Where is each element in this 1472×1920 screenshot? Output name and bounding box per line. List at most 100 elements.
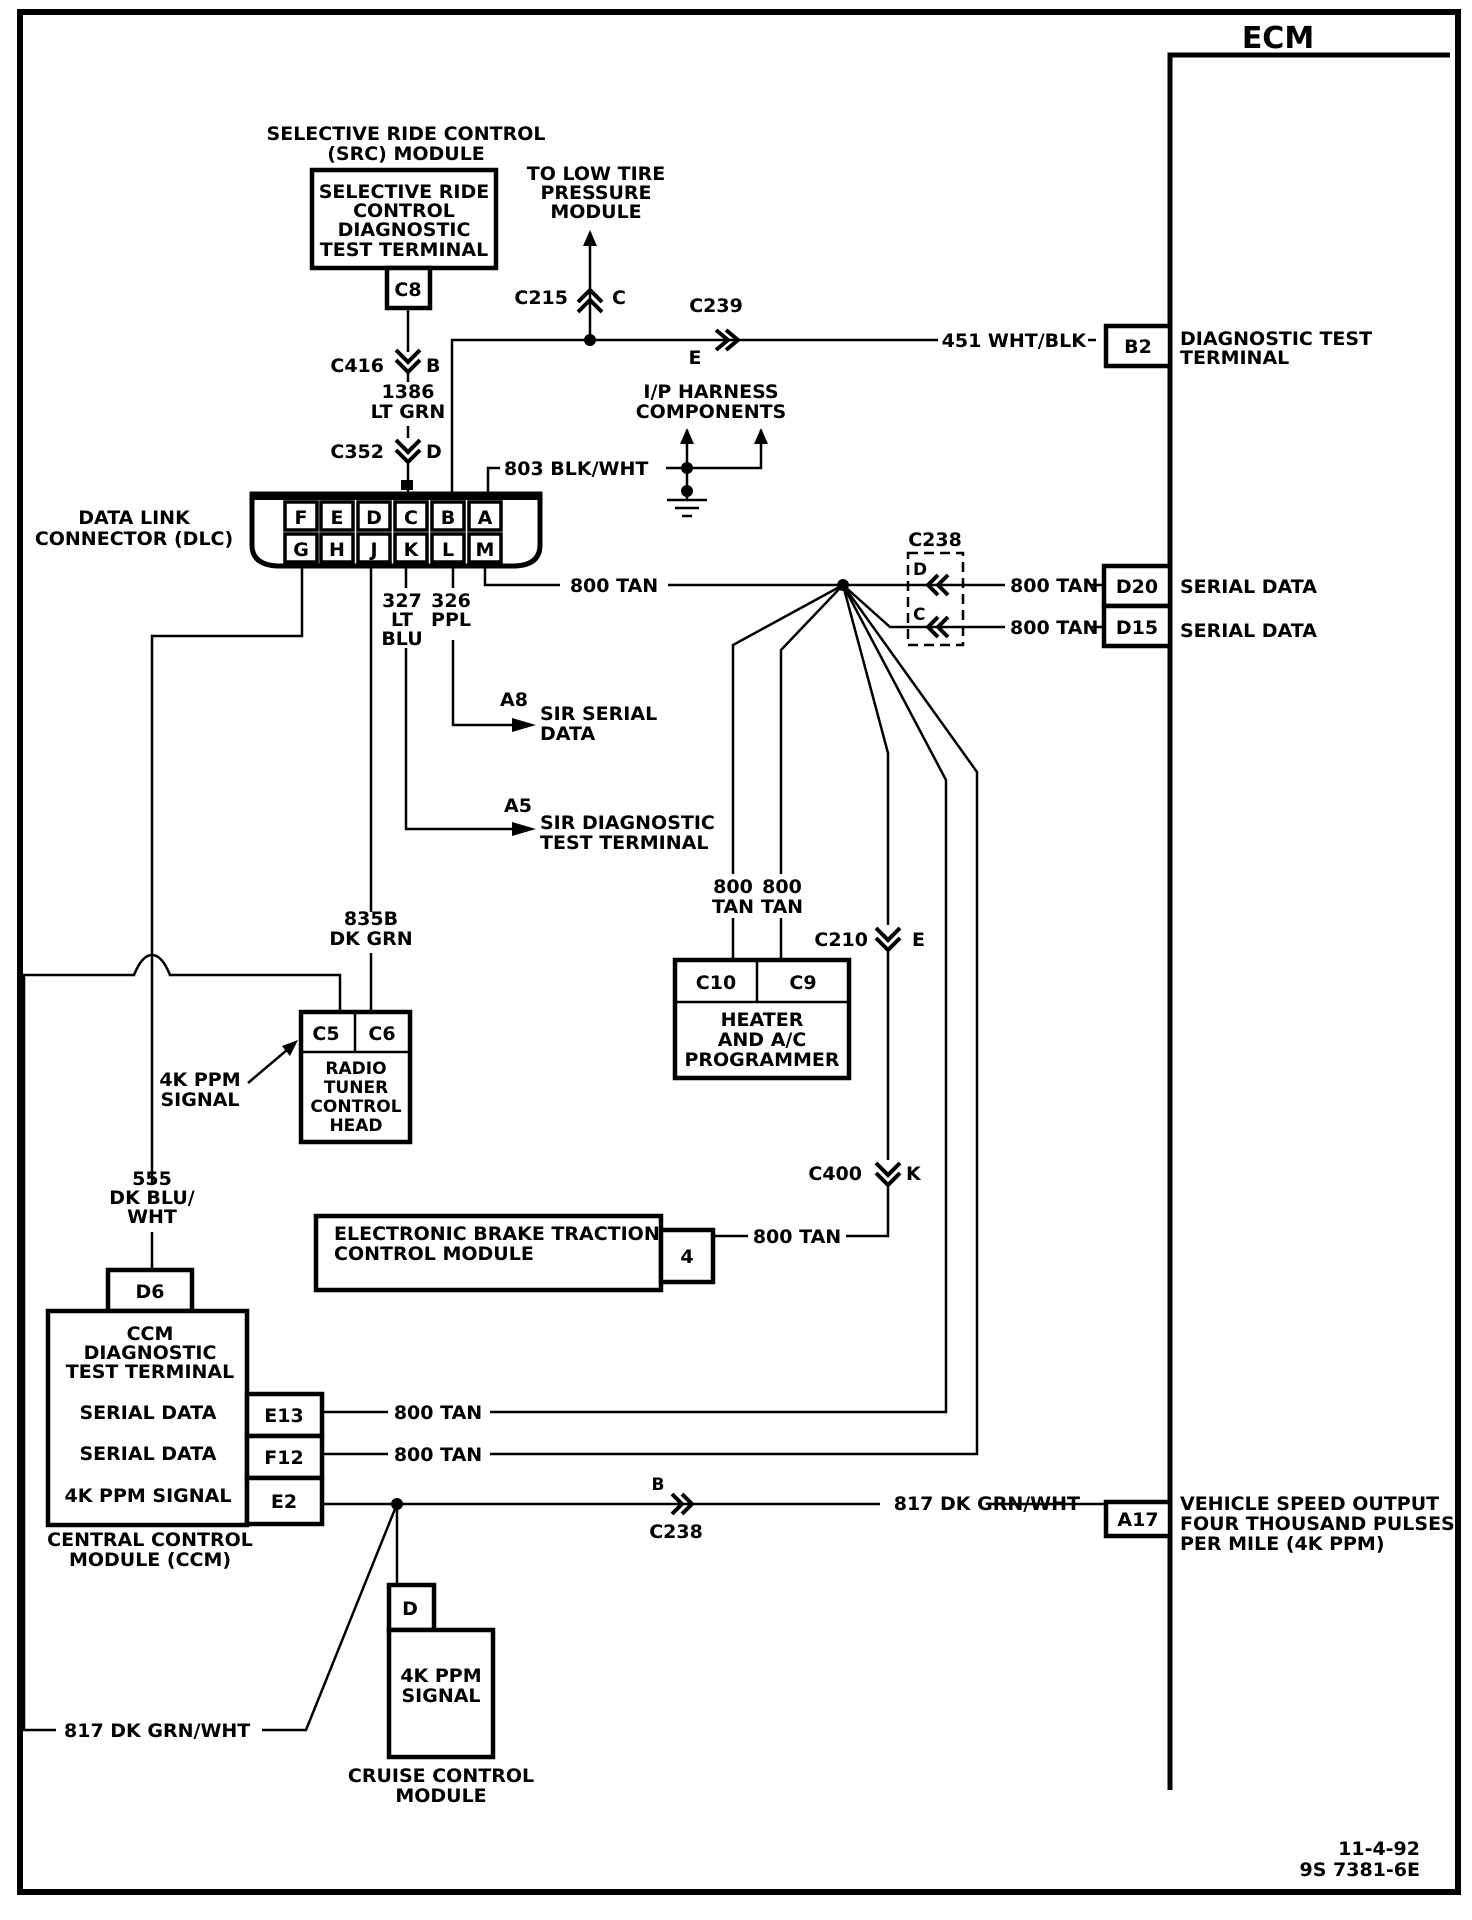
wire-817-left: 817 DK GRN/WHT	[64, 1720, 250, 1742]
dlc-pin-label: C	[404, 507, 418, 529]
ccm-pin-f12: F12	[264, 1447, 303, 1469]
svg-text:C352: C352	[330, 441, 384, 463]
dlc-pin-label: G	[293, 539, 309, 561]
wire-800-e13: 800 TAN	[394, 1402, 482, 1424]
svg-text:SIGNAL: SIGNAL	[401, 1685, 480, 1707]
svg-text:RADIO: RADIO	[325, 1059, 386, 1079]
ecm-module: ECM	[1167, 21, 1450, 1790]
sir-serial-data: A8 SIR SERIAL DATA	[500, 689, 657, 745]
svg-text:D: D	[426, 441, 442, 463]
dlc-pin-cell	[356, 500, 392, 532]
svg-text:D: D	[913, 560, 927, 580]
page-frame	[17, 9, 1461, 1895]
footer-code: 9S 7381-6E	[1300, 1859, 1421, 1881]
wire-800-c10-num: 800	[713, 876, 753, 898]
svg-text:E: E	[689, 347, 702, 369]
wire-835b-color: DK GRN	[329, 928, 412, 950]
dlc-pin-label: A	[478, 507, 493, 529]
svg-text:PROGRAMMER: PROGRAMMER	[684, 1049, 839, 1071]
dlc-pin-cell	[283, 532, 319, 564]
connector-c352: C352 D	[330, 438, 442, 465]
wire-800-c10-color: TAN	[712, 896, 754, 918]
ecm-d15-label: SERIAL DATA	[1180, 620, 1317, 642]
ip-harness-label: I/P HARNESS COMPONENTS	[636, 381, 787, 423]
ebtcm-module: ELECTRONIC BRAKE TRACTION CONTROL MODULE…	[313, 1213, 716, 1293]
svg-text:B: B	[652, 1475, 665, 1495]
svg-text:TO LOW TIRE: TO LOW TIRE	[527, 163, 666, 185]
svg-text:AND A/C: AND A/C	[718, 1029, 807, 1051]
svg-text:DIAGNOSTIC: DIAGNOSTIC	[84, 1342, 217, 1364]
ecm-pin-b2: B2	[1124, 336, 1152, 358]
svg-text:SIR SERIAL: SIR SERIAL	[540, 703, 657, 725]
cruise-pin-d: D	[402, 1598, 418, 1620]
heater-pin-c10: C10	[696, 972, 736, 994]
heater-pin-c9: C9	[789, 972, 816, 994]
src-box-1: SELECTIVE RIDE	[319, 181, 489, 203]
wire-451: 451 WHT/BLK	[942, 330, 1088, 352]
ccm-pin-d6: D6	[136, 1281, 165, 1303]
svg-text:SIR DIAGNOSTIC: SIR DIAGNOSTIC	[540, 812, 715, 834]
svg-text:CCM: CCM	[127, 1323, 174, 1345]
dlc-pin-cell	[393, 500, 429, 532]
svg-text:SERIAL DATA: SERIAL DATA	[80, 1402, 217, 1424]
dlc-pin-cell	[430, 532, 466, 564]
svg-text:TEST TERMINAL: TEST TERMINAL	[540, 832, 708, 854]
svg-text:C: C	[612, 287, 626, 309]
wire-800-ebtcm: 800 TAN	[753, 1226, 841, 1248]
dlc-pin-label: L	[442, 539, 454, 561]
ecm-pin-a17: A17	[1117, 1509, 1158, 1531]
svg-text:C238: C238	[908, 529, 962, 551]
wire-1386-color: LT GRN	[371, 401, 446, 423]
svg-text:CONTROL: CONTROL	[310, 1097, 401, 1117]
svg-text:C400: C400	[808, 1163, 862, 1185]
svg-text:MODULE: MODULE	[550, 201, 641, 223]
wire-326-color: PPL	[431, 609, 471, 631]
ccm-pin-e2: E2	[271, 1491, 297, 1513]
heater-ac-programmer: C10 C9 HEATER AND A/C PROGRAMMER	[672, 957, 852, 1081]
radio-pin-c6: C6	[368, 1023, 395, 1045]
wire-803: 803 BLK/WHT	[504, 458, 648, 480]
svg-text:COMPONENTS: COMPONENTS	[636, 401, 787, 423]
radio-pin-c5: C5	[312, 1023, 339, 1045]
cruise-control-module: D 4K PPM SIGNAL CRUISE CONTROL MODULE	[348, 1582, 534, 1807]
ecm-a17-label-2: FOUR THOUSAND PULSES	[1180, 1513, 1455, 1535]
svg-text:A5: A5	[504, 795, 532, 817]
wire-800-d20: 800 TAN	[1010, 575, 1098, 597]
sir-diagnostic-terminal: A5 SIR DIAGNOSTIC TEST TERMINAL	[504, 795, 715, 854]
svg-text:CRUISE CONTROL: CRUISE CONTROL	[348, 1765, 534, 1787]
dlc-pin-label: B	[441, 507, 455, 529]
dlc-pin-cell	[319, 500, 355, 532]
svg-text:ELECTRONIC BRAKE TRACTION: ELECTRONIC BRAKE TRACTION	[334, 1223, 660, 1245]
dlc-pin-cell	[467, 500, 503, 532]
svg-text:C416: C416	[330, 355, 384, 377]
src-box-3: DIAGNOSTIC	[338, 219, 471, 241]
svg-text:MODULE: MODULE	[395, 1785, 486, 1807]
dlc-pin-cell	[319, 532, 355, 564]
svg-text:A8: A8	[500, 689, 528, 711]
svg-text:B: B	[426, 355, 440, 377]
ecm-b2-label-1: DIAGNOSTIC TEST	[1180, 328, 1372, 350]
dlc-pin-label: K	[404, 539, 420, 561]
wire-1386-num: 1386	[382, 381, 435, 403]
wire-326-num: 326	[431, 590, 471, 612]
src-title-2: (SRC) MODULE	[327, 143, 485, 165]
dlc-pin-cell	[430, 500, 466, 532]
svg-text:E: E	[912, 929, 925, 951]
connector-c239: C239 E	[689, 295, 743, 369]
wire-817-right: 817 DK GRN/WHT	[894, 1493, 1080, 1515]
ecm-a17-label-1: VEHICLE SPEED OUTPUT	[1180, 1493, 1439, 1515]
radio-signal-2: SIGNAL	[160, 1089, 239, 1111]
wire-555-c1: DK BLU/	[109, 1187, 194, 1209]
ebtcm-pin-4: 4	[680, 1246, 693, 1268]
radio-tuner-control-head: C5 C6 RADIO TUNER CONTROL HEAD	[298, 1009, 413, 1145]
svg-text:DATA: DATA	[540, 723, 595, 745]
src-pin-c8: C8	[394, 279, 421, 301]
ecm-d20-label: SERIAL DATA	[1180, 576, 1317, 598]
svg-text:4K PPM: 4K PPM	[400, 1665, 481, 1687]
dlc-pin-cell	[467, 532, 503, 564]
dlc-pin-label: M	[476, 539, 495, 561]
connector-c238-bottom: B C238	[649, 1475, 703, 1543]
svg-text:I/P HARNESS: I/P HARNESS	[643, 381, 778, 403]
wire-327-c1: LT	[391, 609, 413, 631]
